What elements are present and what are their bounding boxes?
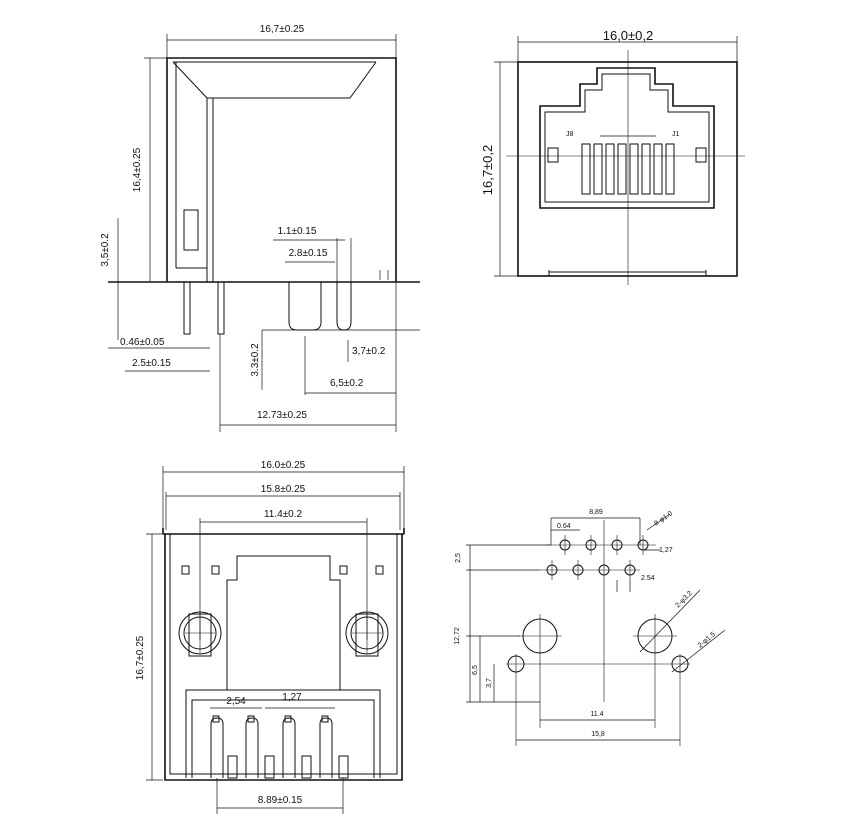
pcb-post-y-label: 12,72 [454,627,461,645]
side-view: 16,7±0.25 16,4±0.25 3,5±0.2 1.1±0.15 2.8… [100,24,420,432]
pcb-pin-holes-label: 8-φ1.0 [653,510,674,528]
pcb-post-span-label: 11.4 [590,711,603,718]
pcb-hole-y-label: 6,5 [472,665,479,675]
slot-offset-label: 2.8±0.15 [289,248,328,259]
pcb-hole-x-label: 3,7 [486,678,493,688]
bottom-height-label: 16,7±0.25 [135,635,146,680]
pcb-layout: 8,89 0.64 8-φ1.0 1,27 2.54 [454,509,726,746]
slot-depth-label: 3.3±0.2 [250,343,261,377]
tail-length-label: 3,7±0.2 [352,346,386,357]
pcb-pitch-label: 2.54 [641,575,655,582]
opening-width-label: 11.4±0.2 [264,509,303,520]
front-view: 16,0±0,2 16,7±0,2 J8 J1 [480,28,745,285]
pin-j8-label: J8 [566,131,574,138]
pcb-mount-holes-label: 2-φ1.5 [697,631,717,650]
front-height-label: 16,7±0,2 [480,145,495,196]
side-span-label: 12.73±0.25 [257,410,307,421]
post-offset-label: 6,5±0.2 [330,378,364,389]
pin-width-label: 0.46±0.05 [120,337,165,348]
pcb-row-offset-label: 1,27 [659,547,673,554]
front-width-label: 16,0±0,2 [603,28,654,43]
contact-pins [581,143,675,195]
pcb-row-height-label: 2,5 [455,553,462,563]
pin-j1-label: J1 [672,131,680,138]
inner-width-label: 15.8±0.25 [261,484,306,495]
side-width-label: 16,7±0.25 [260,24,305,35]
outer-width-label: 16.0±0.25 [261,460,306,471]
bottom-pin-span-label: 8.89±0.15 [258,795,303,806]
pcb-pin-span-label: 8,89 [589,509,603,516]
slot-width-label: 1.1±0.15 [278,226,317,237]
bottom-view: 16.0±0.25 15.8±0.25 11.4±0.2 [135,460,405,814]
bottom-pins [210,717,349,779]
side-standoff-label: 3,5±0.2 [100,233,111,267]
bottom-pitch-b-label: 1,27 [282,692,302,703]
pcb-total-span-label: 15,8 [591,731,605,738]
pcb-offset-label: 0.64 [557,523,571,530]
pin-pitch-label: 2.5±0.15 [132,358,171,369]
bottom-pitch-a-label: 2,54 [226,696,246,707]
side-height-label: 16,4±0.25 [132,147,143,192]
